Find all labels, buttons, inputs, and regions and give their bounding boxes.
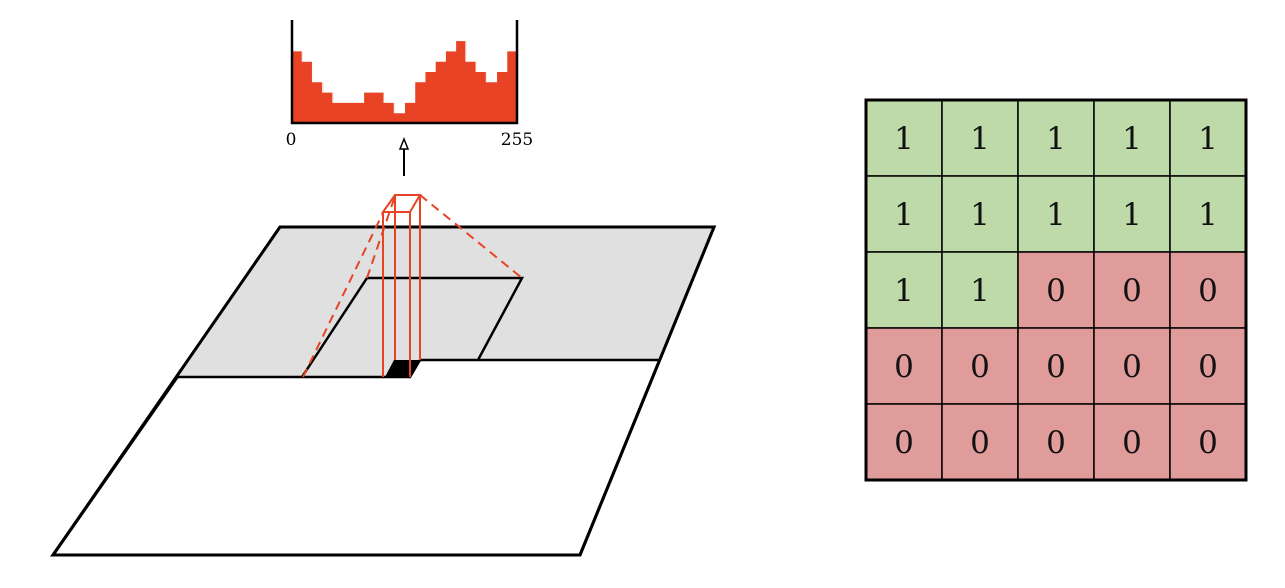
grey-region (178, 227, 714, 377)
grid-cell (1169, 403, 1247, 481)
grid-cell (1017, 175, 1095, 253)
grid-cell-value: 1 (894, 197, 914, 233)
binary-grid: 1 1 1 1 1 1 1 1 1 1 1 1 0 0 0 0 0 0 0 0 0 0 0 0 0 (864, 98, 1248, 482)
grid-cell-value: 1 (1046, 197, 1066, 233)
grid-cell (1093, 99, 1171, 177)
grid-cell-value: 0 (1198, 425, 1218, 461)
grid-cell (1017, 99, 1095, 177)
grid-cell-value: 0 (1046, 349, 1066, 385)
grid-cell-value: 1 (1122, 121, 1142, 157)
grid-border (864, 98, 1248, 482)
histogram-bar (353, 102, 365, 123)
histogram-bar (506, 50, 518, 123)
grid-cell-value: 1 (1122, 197, 1142, 233)
grid-cell-value: 0 (894, 349, 914, 385)
histogram-bar (496, 71, 508, 123)
window-square (300, 276, 525, 378)
grid-cell (941, 175, 1019, 253)
grid-cell-value: 0 (1046, 425, 1066, 461)
grid-cell (1093, 175, 1171, 253)
histogram-bar (312, 81, 324, 123)
grid-cell-value: 1 (1198, 197, 1218, 233)
grid-cell-value: 0 (1046, 273, 1066, 309)
grid-cell (1093, 403, 1171, 481)
histogram-bar (424, 71, 436, 123)
grid-cell-value: 0 (970, 349, 990, 385)
histogram-bar (332, 102, 344, 123)
histogram-bar (373, 92, 385, 123)
grid-cell (1169, 327, 1247, 405)
grid-cell (865, 251, 943, 329)
grid-cell-value: 1 (1198, 121, 1218, 157)
projection-dashed-line (302, 212, 384, 378)
plane-border (50, 225, 717, 557)
histogram-axes (290, 20, 519, 125)
grid-cell-value: 0 (1198, 273, 1218, 309)
histogram-bar (343, 102, 354, 123)
grid-cell (1169, 251, 1247, 329)
histogram-bar (394, 112, 405, 123)
grid-cell-value: 1 (894, 273, 914, 309)
histogram-bar (445, 50, 457, 123)
grid-cell-value: 1 (970, 273, 990, 309)
projection-dashed-line (419, 194, 523, 279)
grid-cell-value: 0 (894, 425, 914, 461)
histogram-outline (291, 40, 518, 123)
histogram-bar (465, 61, 477, 123)
arrow-up-icon (398, 136, 410, 176)
histogram-bar (455, 40, 467, 123)
histogram-bar (486, 81, 498, 123)
histogram-max-label: 255 (501, 130, 533, 150)
grid-cell-value: 1 (970, 197, 990, 233)
grid-cell (865, 403, 943, 481)
grid-cell (1017, 403, 1095, 481)
grid-cell-value: 0 (1198, 349, 1218, 385)
grid-cell (941, 99, 1019, 177)
image-plane (50, 225, 717, 557)
grid-cell (1169, 175, 1247, 253)
grid-cell-value: 0 (1122, 349, 1142, 385)
histogram-bar (384, 102, 395, 123)
grid-cell-value: 1 (970, 121, 990, 157)
grid-cell-value: 0 (970, 425, 990, 461)
histogram-bar (435, 61, 446, 123)
grid-cell-value: 0 (1122, 425, 1142, 461)
histogram-bar (322, 92, 334, 123)
histogram-bar (302, 61, 313, 123)
pixel-column (302, 194, 523, 378)
grid-cell (1017, 327, 1095, 405)
histogram-bar (404, 102, 416, 123)
grid-cell (1093, 251, 1171, 329)
grid-cell-value: 0 (1122, 273, 1142, 309)
histogram-bar (363, 92, 375, 123)
center-pixel (385, 360, 420, 377)
grid-cell-value: 1 (1046, 121, 1066, 157)
grid-cell (1169, 99, 1247, 177)
grid-cell-value: 1 (894, 121, 914, 157)
histogram (290, 20, 519, 125)
histogram-bar (292, 50, 303, 123)
column-top (381, 194, 422, 213)
histogram-bar (414, 81, 426, 123)
histogram-min-label: 0 (286, 130, 297, 150)
histogram-bar (476, 71, 487, 123)
